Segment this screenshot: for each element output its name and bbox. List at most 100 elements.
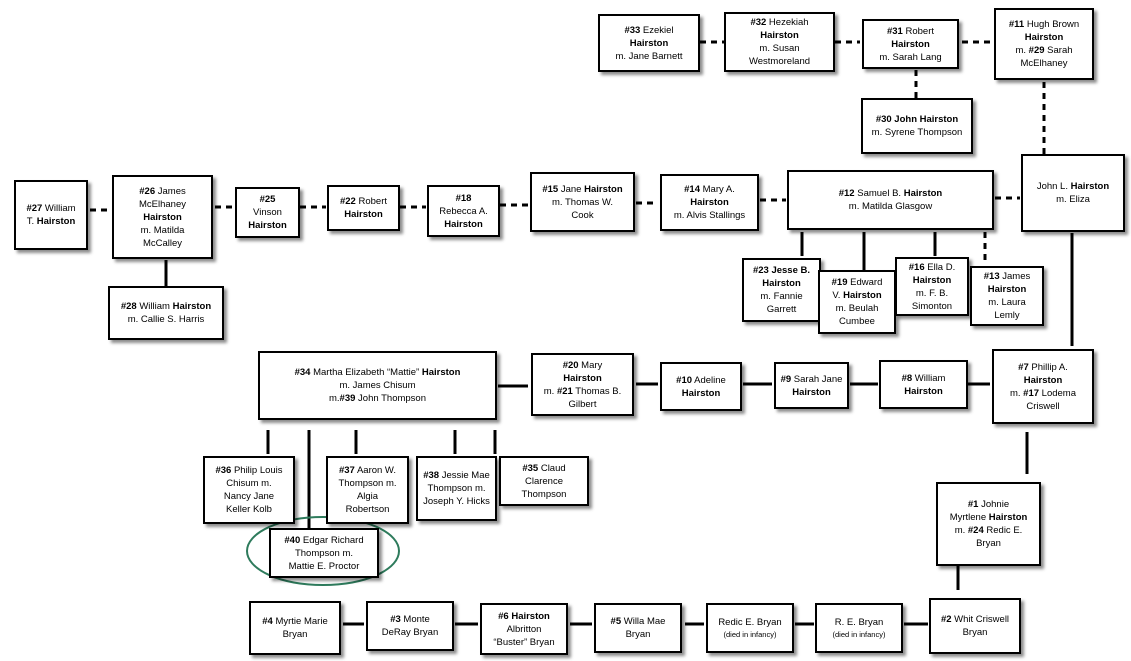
name-part: Nancy Jane	[223, 491, 275, 502]
bold-name-part: Hairston	[172, 301, 212, 312]
bold-name-part: #6	[498, 610, 509, 622]
name-part: Jane	[558, 183, 585, 195]
name-part: Redic E. Bryan	[718, 617, 782, 628]
person-line: #11 Hugh Brown	[1009, 18, 1079, 31]
person-line: McElhaney	[1021, 57, 1068, 70]
person-line: #22 Robert	[340, 195, 387, 208]
person-line: #27 William	[26, 202, 75, 215]
person-redic-infant-box: Redic E. Bryan(died in infancy)	[706, 603, 794, 653]
bold-name-part: #21	[556, 385, 573, 397]
bold-name-part: Hairston	[681, 387, 721, 399]
bold-name-part: Hairston	[912, 274, 952, 286]
person-line: Hairston	[904, 385, 943, 398]
person-line: Thompson	[522, 488, 567, 501]
name-part: Thompson m.	[427, 483, 486, 494]
bold-name-part: #16	[908, 261, 925, 273]
name-part: DeRay Bryan	[381, 627, 439, 638]
bold-name-part: #24	[967, 525, 984, 536]
bold-name-part: Hairston	[36, 216, 76, 227]
bold-name-part: Hairston	[344, 209, 383, 220]
person-line: Bryan	[976, 537, 1001, 550]
person-re-bryan-box: R. E. Bryan(died in infancy)	[815, 603, 903, 653]
name-part: Bryan	[282, 629, 308, 640]
name-part: m. Fannie	[760, 291, 803, 302]
person-line: #37 Aaron W.	[339, 464, 396, 477]
person-line: Thompson m.	[295, 547, 353, 560]
name-part: Bryan	[625, 629, 651, 640]
name-part: Mattie E. Proctor	[288, 560, 360, 572]
bold-name-part: #5	[610, 616, 622, 627]
person-line: Bryan	[283, 628, 308, 641]
name-part: Garrett	[766, 304, 797, 315]
name-part: Cook	[571, 209, 594, 221]
name-part: Thompson	[521, 488, 567, 500]
bold-name-part: Hairston	[843, 290, 882, 301]
person-line: Hairston	[143, 211, 182, 224]
bold-name-part: #10	[676, 374, 693, 386]
person-line: #7 Phillip A.	[1018, 361, 1068, 374]
bold-name-part: #27	[26, 203, 43, 214]
bold-name-part: Hairston	[444, 218, 483, 230]
person-line: Hairston	[760, 29, 799, 42]
name-part: Samuel B.	[854, 188, 904, 199]
bold-name-part: Hairston	[792, 386, 831, 398]
bold-name-part: Hairston	[690, 197, 729, 208]
person-line: m. #17 Lodema	[1010, 387, 1076, 400]
name-part: Criswell	[1026, 400, 1060, 412]
bold-name-part: #3	[390, 614, 401, 625]
bold-name-part: #30 John Hairston	[875, 114, 959, 125]
person-line: Garrett	[767, 303, 797, 316]
person-line: #25	[260, 193, 276, 206]
name-part: Bryan	[962, 627, 988, 638]
person-line: m. Fannie	[760, 290, 802, 303]
name-part: Hugh Brown	[1024, 19, 1080, 30]
person-line: Hairston	[988, 283, 1027, 296]
name-part: Lemly	[994, 310, 1020, 321]
person-30-box: #30 John Hairston m. Syrene Thompson	[861, 98, 973, 154]
name-part: McCalley	[142, 237, 183, 249]
name-part: Thomas B.	[572, 385, 622, 397]
person-line: (died in infancy)	[724, 629, 777, 640]
name-part: m. Syrene Thompson	[871, 127, 963, 138]
name-part: Keller Kolb	[226, 504, 272, 515]
person-line: Hairston	[792, 386, 831, 399]
bold-name-part: #38	[423, 470, 440, 481]
bold-name-part: Hairston	[421, 367, 461, 378]
person-line: Bryan	[963, 626, 988, 639]
person-line: R. E. Bryan	[835, 616, 884, 629]
name-part: m.	[328, 393, 340, 404]
person-line: Cook	[571, 209, 593, 222]
person-line: m. Alvis Stallings	[674, 209, 745, 222]
bold-name-part: Hairston	[248, 220, 287, 231]
person-line: Criswell	[1026, 400, 1059, 413]
person-line: m. Susan	[759, 42, 799, 55]
person-line: m. Matilda Glasgow	[849, 200, 932, 213]
person-line: “Buster” Bryan	[493, 636, 554, 649]
name-part: Redic E.	[983, 525, 1023, 536]
bold-name-part: Hairston	[143, 211, 182, 223]
person-line: #1 Johnie	[968, 498, 1009, 511]
person-line: Algia	[357, 490, 378, 503]
person-line: #4 Myrtie Marie	[262, 615, 327, 628]
bold-name-part: #7	[1018, 361, 1029, 373]
person-line: Hairston	[1024, 374, 1063, 387]
name-part: Rebecca A.	[439, 205, 488, 217]
name-part: Bryan	[976, 538, 1001, 549]
name-part: m. Matilda Glasgow	[848, 201, 933, 212]
person-line: Clarence	[525, 475, 563, 488]
person-line: m. Jane Barnett	[615, 50, 682, 63]
name-part: Ezekiel	[640, 24, 674, 36]
